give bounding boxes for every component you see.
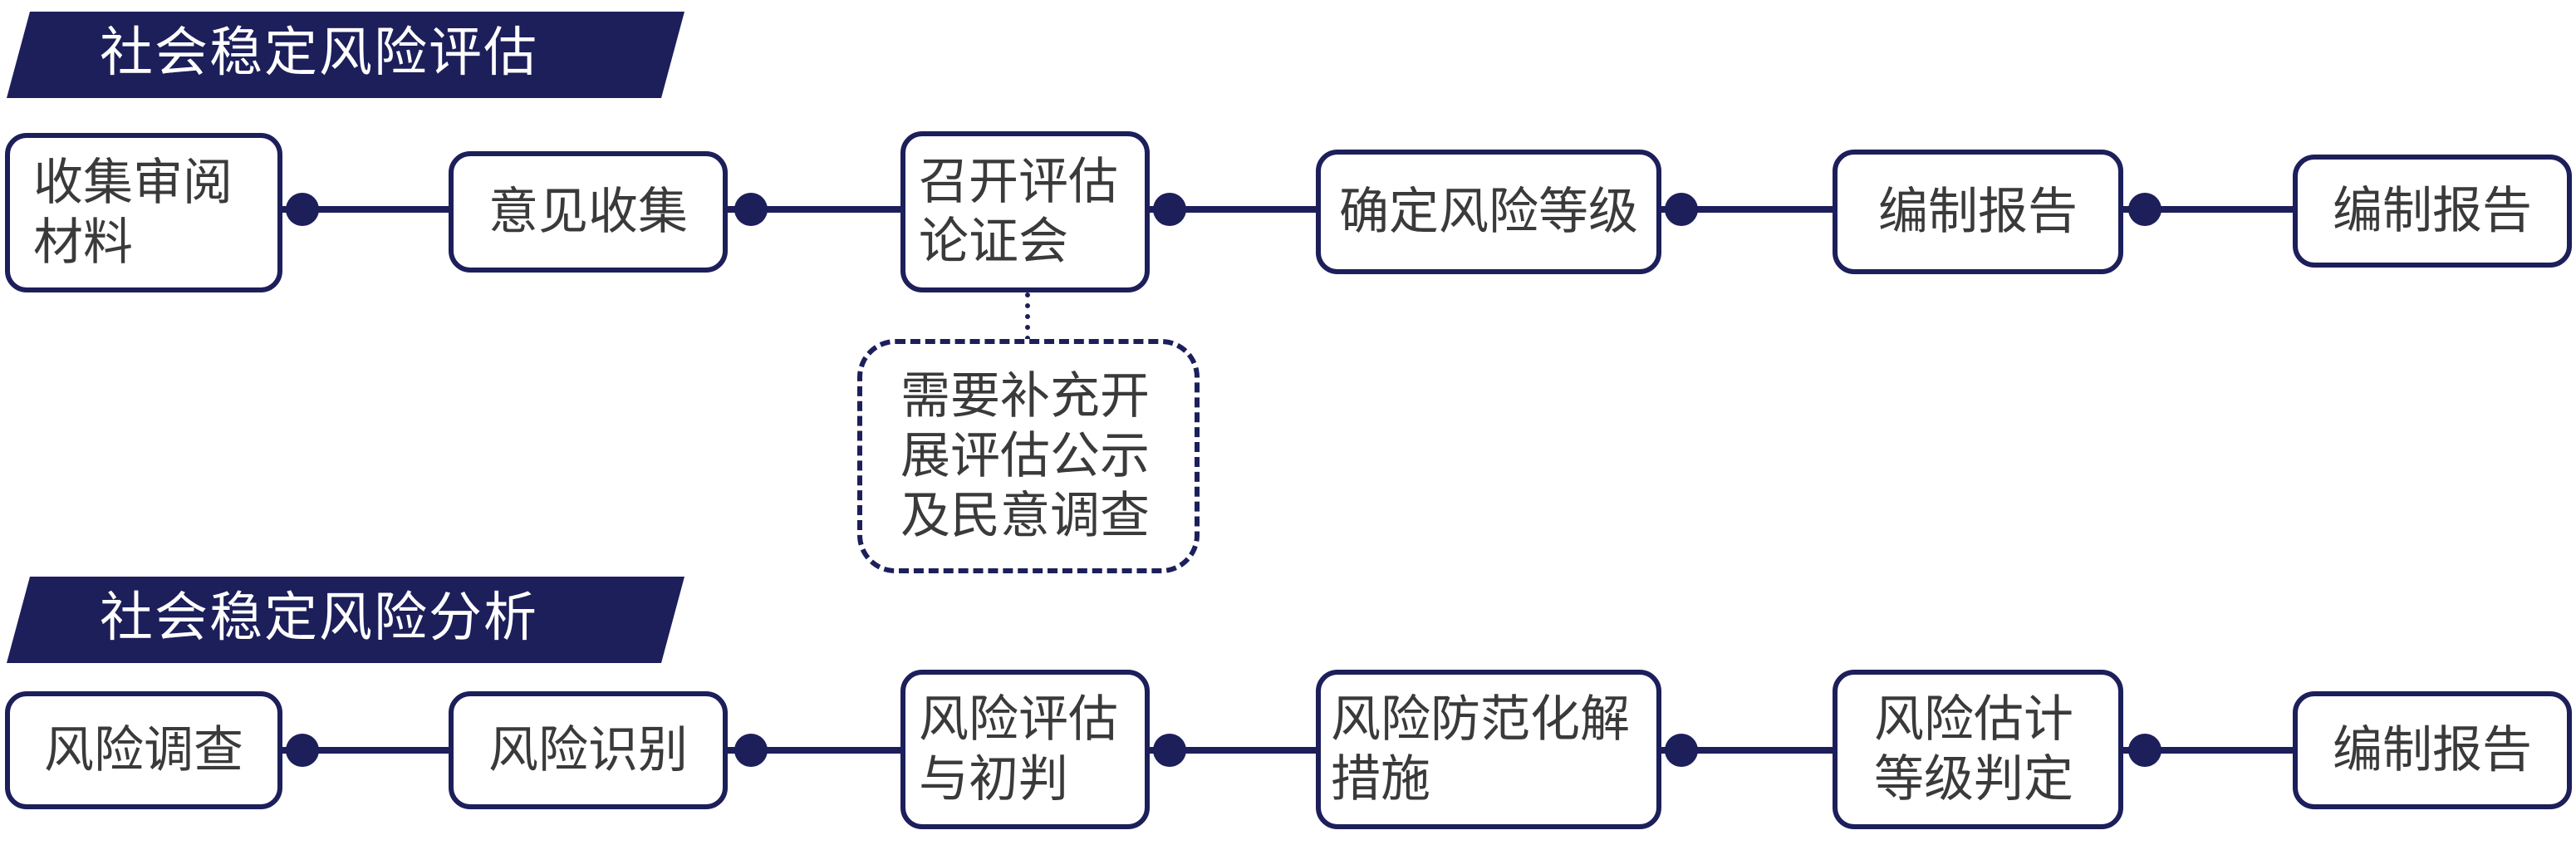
analysis-step-3: 风险评估与初判 xyxy=(900,670,1150,829)
analysis-step-5-label: 风险估计等级判定 xyxy=(1874,690,2073,808)
connector-2-1 xyxy=(282,747,449,754)
assessment-title-banner: 社会稳定风险评估 xyxy=(7,12,684,98)
connector-2-2 xyxy=(728,747,902,754)
assessment-step-4: 确定风险等级 xyxy=(1316,150,1661,274)
assessment-step-6-label: 编制报告 xyxy=(2333,182,2532,240)
connector-dot-2-2 xyxy=(734,734,768,767)
connector-dot-1-2 xyxy=(734,193,768,226)
analysis-title-banner: 社会稳定风险分析 xyxy=(7,577,684,663)
assessment-step-3-label: 召开评估论证会 xyxy=(919,153,1118,271)
analysis-step-6-label: 编制报告 xyxy=(2333,721,2532,779)
connector-1-1 xyxy=(282,206,449,213)
connector-2-3 xyxy=(1150,747,1316,754)
connector-2-4 xyxy=(1661,747,1836,754)
analysis-step-2-label: 风险识别 xyxy=(488,721,688,779)
connector-dot-1-5 xyxy=(2128,193,2161,226)
analysis-title: 社会稳定风险分析 xyxy=(100,587,538,649)
assessment-step-3: 召开评估论证会 xyxy=(900,131,1150,292)
analysis-step-2: 风险识别 xyxy=(449,691,728,809)
connector-dot-1-1 xyxy=(286,193,319,226)
assessment-title: 社会稳定风险评估 xyxy=(100,22,538,84)
assessment-step-5: 编制报告 xyxy=(1833,150,2123,274)
analysis-step-4: 风险防范化解措施 xyxy=(1316,670,1661,829)
analysis-step-1: 风险调查 xyxy=(5,691,282,809)
assessment-note-label: 需要补充开展评估公示及民意调查 xyxy=(900,367,1150,545)
assessment-step-4-label: 确定风险等级 xyxy=(1339,183,1638,241)
assessment-note: 需要补充开展评估公示及民意调查 xyxy=(857,339,1200,573)
analysis-step-6: 编制报告 xyxy=(2293,691,2572,809)
assessment-step-2-label: 意见收集 xyxy=(488,183,688,241)
assessment-step-2: 意见收集 xyxy=(449,151,728,273)
analysis-step-3-label: 风险评估与初判 xyxy=(919,690,1118,808)
connector-1-5 xyxy=(2118,206,2293,213)
assessment-step-1-label: 收集审阅材料 xyxy=(33,154,233,272)
connector-dot-2-5 xyxy=(2128,734,2161,767)
connector-dot-2-3 xyxy=(1153,734,1186,767)
assessment-step-6: 编制报告 xyxy=(2293,155,2572,268)
connector-1-2 xyxy=(728,206,902,213)
assessment-step-5-label: 编制报告 xyxy=(1878,183,2078,241)
analysis-step-5: 风险估计等级判定 xyxy=(1833,670,2123,829)
connector-1-3 xyxy=(1150,206,1316,213)
note-connector xyxy=(1025,292,1030,341)
connector-2-5 xyxy=(2118,747,2293,754)
assessment-step-1: 收集审阅材料 xyxy=(5,133,282,292)
analysis-step-4-label: 风险防范化解措施 xyxy=(1331,690,1630,808)
connector-dot-1-3 xyxy=(1153,193,1186,226)
analysis-step-1-label: 风险调查 xyxy=(44,721,243,779)
connector-dot-1-4 xyxy=(1665,193,1698,226)
connector-dot-2-4 xyxy=(1665,734,1698,767)
connector-dot-2-1 xyxy=(286,734,319,767)
connector-1-4 xyxy=(1661,206,1836,213)
